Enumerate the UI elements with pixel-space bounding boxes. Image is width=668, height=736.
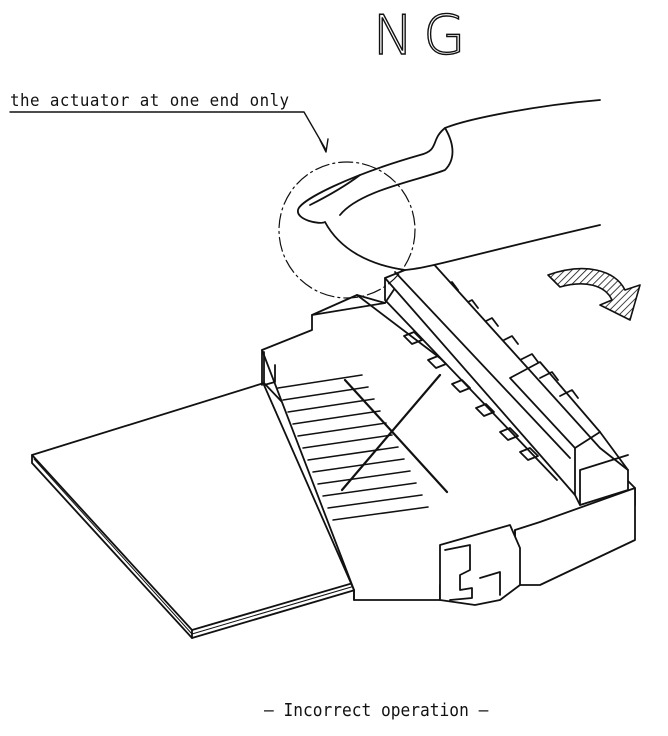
- actuator-lever: [384, 259, 629, 506]
- rotation-arrow-icon: [547, 267, 641, 321]
- flat-cable: [31, 382, 441, 639]
- finger: [297, 99, 601, 271]
- page-title: NG: [372, 4, 476, 67]
- callout-label: the actuator at one end only: [10, 91, 290, 111]
- callout-leader: [9, 111, 327, 151]
- figure-caption: – Incorrect operation –: [264, 700, 489, 721]
- cross-mark: [340, 373, 449, 494]
- callout-circle: [278, 161, 416, 299]
- contact-stripes: [277, 374, 429, 521]
